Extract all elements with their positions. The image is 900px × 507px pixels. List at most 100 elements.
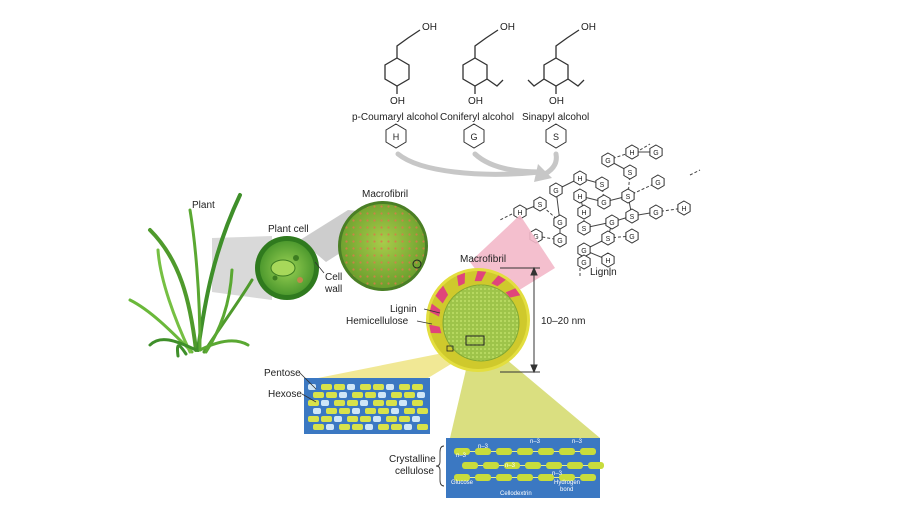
glucose-chains <box>454 448 604 481</box>
pentose-unit <box>412 416 420 422</box>
side-chain <box>397 30 420 58</box>
glucose-unit <box>496 474 512 481</box>
glucose-unit <box>580 448 596 455</box>
hexose-unit <box>412 400 423 406</box>
monomer-name: p-Coumaryl alcohol <box>352 112 438 123</box>
hexose-unit <box>373 400 384 406</box>
plant-cell-label: Plant cell <box>268 224 309 235</box>
oh-bottom-label: OH <box>549 96 564 107</box>
hexose-unit <box>313 424 324 430</box>
lignin-network-label: Lignin <box>590 267 617 278</box>
hexose-unit <box>360 384 371 390</box>
pentose-unit <box>326 424 334 430</box>
pentose-unit <box>373 416 381 422</box>
unit-letter: S <box>553 132 559 142</box>
hexose-unit <box>412 384 423 390</box>
pentose-unit <box>404 424 412 430</box>
glucose-unit <box>496 448 512 455</box>
hexose-unit <box>399 384 410 390</box>
monomer-sinapyl: OH OH Sinapyl alcohol S <box>522 22 596 148</box>
oh-bottom-label: OH <box>390 96 405 107</box>
n3-label-1: n–3 <box>478 444 489 450</box>
pentose-unit <box>321 400 329 406</box>
hexose-unit <box>347 416 358 422</box>
network-unit-letter: G <box>557 220 562 227</box>
hexose-unit <box>365 408 376 414</box>
macrofibril-right-label: Macrofibril <box>460 254 506 265</box>
hexose-unit <box>339 408 350 414</box>
plant-label: Plant <box>192 200 215 211</box>
hexose-unit <box>391 392 402 398</box>
network-bond-end <box>640 144 650 150</box>
network-unit-letter: G <box>605 158 610 165</box>
glucose-unit <box>517 474 533 481</box>
pentose-unit <box>417 392 425 398</box>
cellodextrin-label: Cellodextrin <box>500 491 532 497</box>
hexose-unit <box>360 416 371 422</box>
monomer-coniferyl: OH OH Coniferyl alcohol G <box>440 22 515 148</box>
side-chain <box>475 30 498 58</box>
network-unit-letter: H <box>581 210 586 217</box>
pentose-unit <box>391 408 399 414</box>
glucose-label: Glucose <box>451 480 474 486</box>
scale-label: 10–20 nm <box>541 316 585 327</box>
network-unit-letter: S <box>628 170 633 177</box>
network-unit-letter: G <box>653 210 658 217</box>
methoxy-group-right <box>568 79 584 86</box>
cell-wall-label-2: wall <box>324 284 342 295</box>
network-unit-letter: S <box>538 202 543 209</box>
macrofibril-top-label: Macrofibril <box>362 189 408 200</box>
hexose-unit <box>373 384 384 390</box>
pentose-unit <box>352 408 360 414</box>
hexose-unit <box>334 400 345 406</box>
network-unit-letter: H <box>629 150 634 157</box>
network-unit-letter: S <box>630 214 635 221</box>
pentose-label: Pentose <box>264 368 301 379</box>
n3-label-5: n–3 <box>505 463 516 469</box>
hexose-unit <box>365 392 376 398</box>
n3-label-4: n–3 <box>456 453 467 459</box>
hexose-unit <box>313 392 324 398</box>
hexose-unit <box>386 416 397 422</box>
network-unit-letter: G <box>653 150 658 157</box>
network-unit-letter: G <box>609 220 614 227</box>
network-unit-letter: G <box>629 234 634 241</box>
arrow-s <box>545 154 556 174</box>
hexose-unit <box>308 416 319 422</box>
macrofibril-cross-section <box>426 268 530 372</box>
network-unit-letter: G <box>553 188 558 195</box>
hexose-unit <box>352 392 363 398</box>
crystalline-label-2: cellulose <box>395 466 434 477</box>
hemicellulose-label: Hemicellulose <box>346 316 409 327</box>
pentose-unit <box>365 424 373 430</box>
pentose-unit <box>399 400 407 406</box>
oh-top-label: OH <box>500 22 515 33</box>
hexose-unit <box>378 408 389 414</box>
oh-top-label: OH <box>581 22 596 33</box>
network-bond-end <box>690 170 700 175</box>
oh-bottom-label: OH <box>468 96 483 107</box>
lignin-left-label: Lignin <box>390 304 417 315</box>
hexose-unit <box>404 408 415 414</box>
unit-letter: H <box>393 132 400 142</box>
crystalline-brace <box>436 446 444 486</box>
hexose-unit <box>326 408 337 414</box>
hexose-unit <box>321 384 332 390</box>
hexose-unit <box>339 424 350 430</box>
cell-wall-label-1: Cell <box>325 272 342 283</box>
pentose-unit <box>347 384 355 390</box>
pentose-unit <box>334 416 342 422</box>
plant-cell <box>255 236 319 300</box>
hydrogen-bond-label-2: bond <box>560 487 573 493</box>
network-unit-letter: G <box>655 180 660 187</box>
network-unit-letter: H <box>577 176 582 183</box>
hexose-unit <box>399 416 410 422</box>
monomer-name: Sinapyl alcohol <box>522 112 589 123</box>
hexose-unit <box>334 384 345 390</box>
pentose-unit <box>378 392 386 398</box>
methoxy-group-left <box>528 79 544 86</box>
polymerization-arrows <box>398 154 556 182</box>
hexose-unit <box>378 424 389 430</box>
